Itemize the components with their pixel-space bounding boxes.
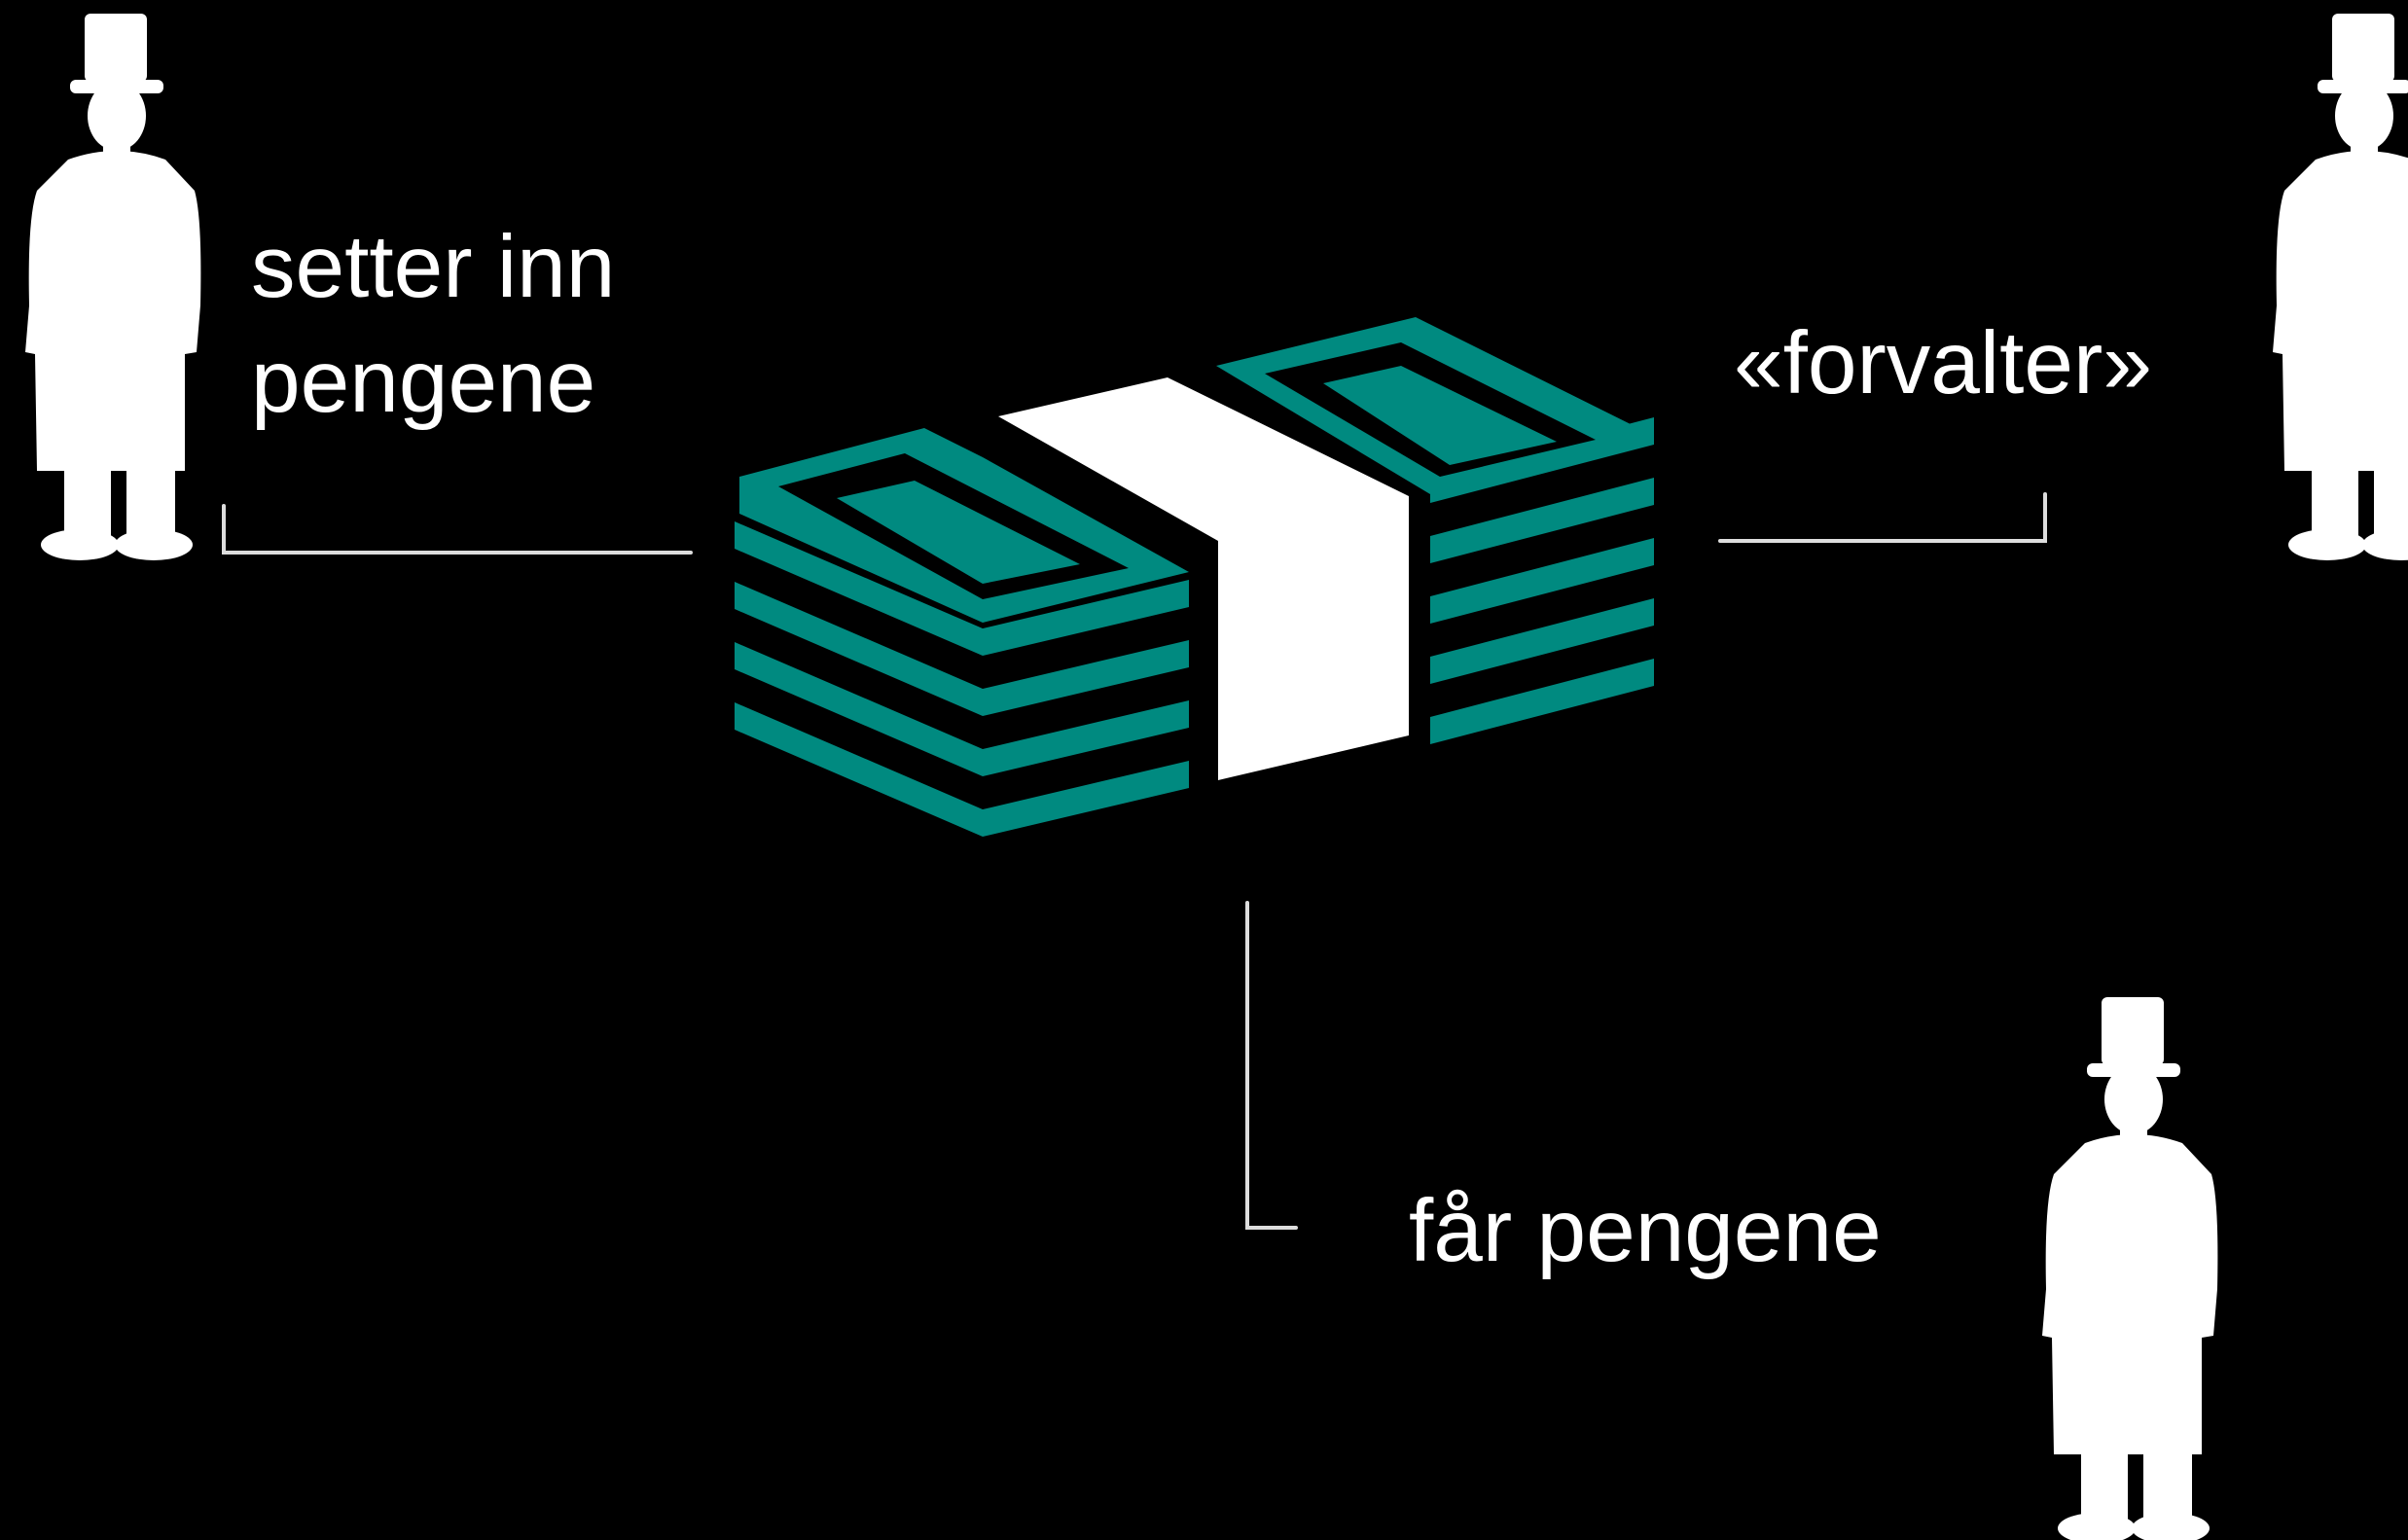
depositor-icon [25, 14, 201, 560]
connector-manage [1718, 492, 2047, 543]
money-stack-icon [735, 317, 1654, 837]
connector-deposit [222, 504, 693, 555]
recipient-icon [2042, 997, 2218, 1540]
connector-receive [1245, 901, 1298, 1230]
deposit-label: setter inn pengene [251, 210, 615, 440]
manager-icon [2273, 14, 2408, 560]
deposit-label-line2: pengene [251, 333, 596, 431]
deposit-label-line1: setter inn [251, 218, 616, 316]
manage-label: «forvalter» [1734, 314, 2152, 412]
receive-label: får pengene [1409, 1182, 1882, 1280]
